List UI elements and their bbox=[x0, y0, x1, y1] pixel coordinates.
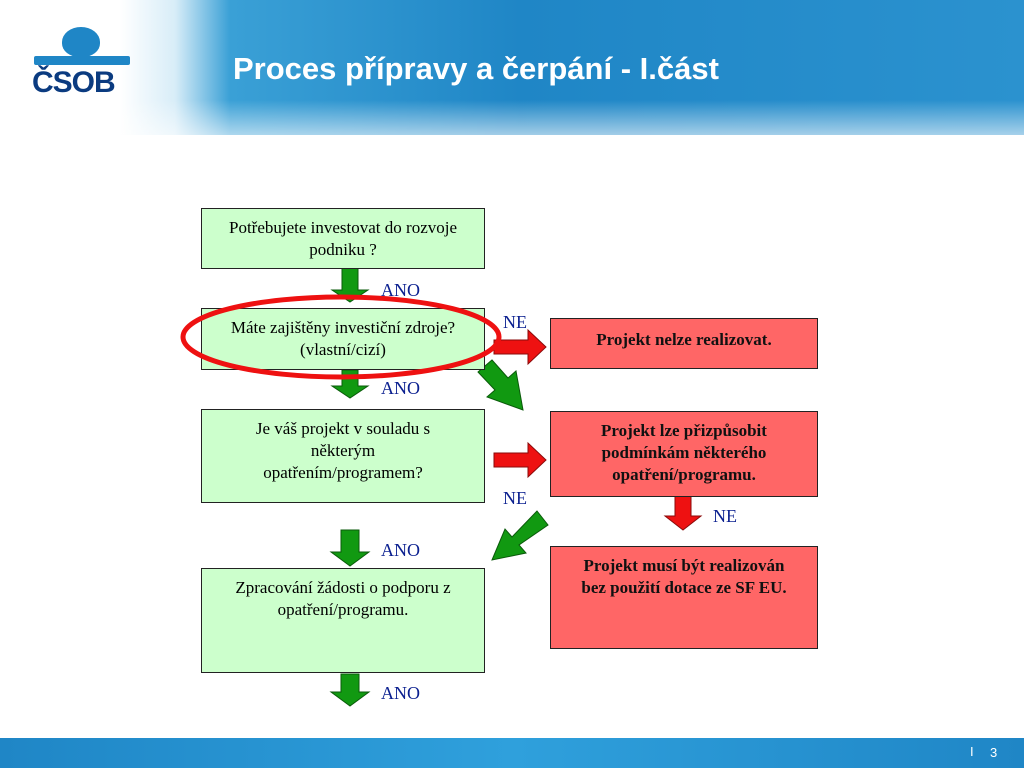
box-adapt-project: Projekt lze přizpůsobit podmínkám někter… bbox=[550, 411, 818, 497]
header-fade bbox=[0, 100, 1024, 160]
box-not-feasible: Projekt nelze realizovat. bbox=[550, 318, 818, 369]
page-number: 3 bbox=[990, 745, 998, 760]
box-application: Zpracování žádosti o podporu z opatření/… bbox=[201, 568, 485, 673]
arrow-down-red bbox=[663, 495, 703, 531]
arrow-diagonal-green-1 bbox=[477, 359, 524, 411]
arrow-down-green-4 bbox=[329, 673, 371, 707]
arrow-down-green-3 bbox=[329, 529, 371, 567]
label-ano-3: ANO bbox=[381, 540, 420, 560]
label-ano-4: ANO bbox=[381, 683, 420, 703]
box-invest-question: Potřebujete investovat do rozvoje podnik… bbox=[201, 208, 485, 269]
logo-ball-icon bbox=[62, 27, 100, 57]
label-ano-1: ANO bbox=[381, 280, 420, 300]
slide-title: Proces přípravy a čerpání - I.část bbox=[233, 51, 719, 86]
footer-bar bbox=[0, 738, 1024, 768]
arrow-right-red-1 bbox=[493, 328, 547, 366]
arrow-diagonal-green-2 bbox=[491, 510, 549, 561]
box-without-subsidy: Projekt musí být realizován bez použití … bbox=[550, 546, 818, 649]
label-ne-1: NE bbox=[503, 312, 527, 332]
logo-text: ČSOB bbox=[32, 66, 116, 99]
arrow-down-green-2 bbox=[330, 369, 370, 399]
highlight-ellipse bbox=[180, 294, 502, 380]
logo-bar-icon bbox=[34, 56, 130, 65]
label-ne-3: NE bbox=[713, 506, 737, 526]
footer-separator: I bbox=[970, 744, 974, 759]
arrow-right-red-2 bbox=[493, 441, 547, 479]
label-ne-2: NE bbox=[503, 488, 527, 508]
box-resources-question: Máte zajištěny investiční zdroje? (vlast… bbox=[201, 308, 485, 370]
label-ano-2: ANO bbox=[381, 378, 420, 398]
box-program-question: Je váš projekt v souladu s některým opat… bbox=[201, 409, 485, 503]
